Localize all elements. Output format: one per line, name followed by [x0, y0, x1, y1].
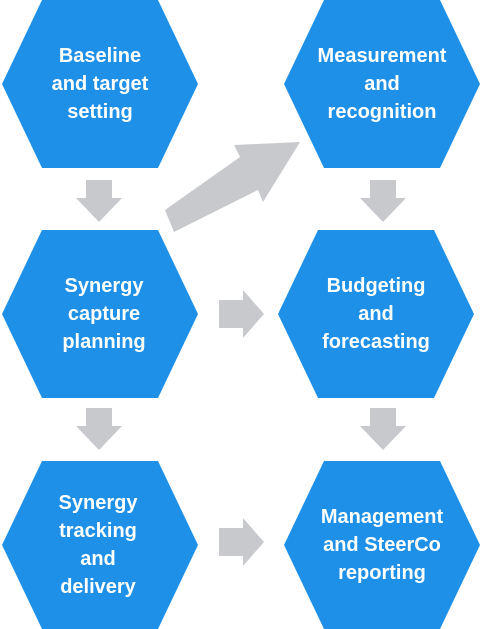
arrow-right-bottom — [219, 518, 264, 566]
hexagon-synergy-tracking — [2, 461, 198, 629]
hexagon-baseline — [2, 0, 198, 168]
arrow-down-2-right — [360, 408, 406, 450]
hexagon-measurement — [284, 0, 480, 168]
arrow-down-2-left — [76, 408, 122, 450]
hexagon-management — [284, 461, 480, 629]
hexagon-synergy-capture — [2, 230, 198, 398]
arrow-down-1-left — [76, 180, 122, 222]
arrow-down-1-right — [360, 180, 406, 222]
arrow-right-middle — [219, 290, 264, 338]
arrow-diagonal-up-right — [165, 142, 300, 232]
hexagon-budgeting — [278, 230, 474, 398]
